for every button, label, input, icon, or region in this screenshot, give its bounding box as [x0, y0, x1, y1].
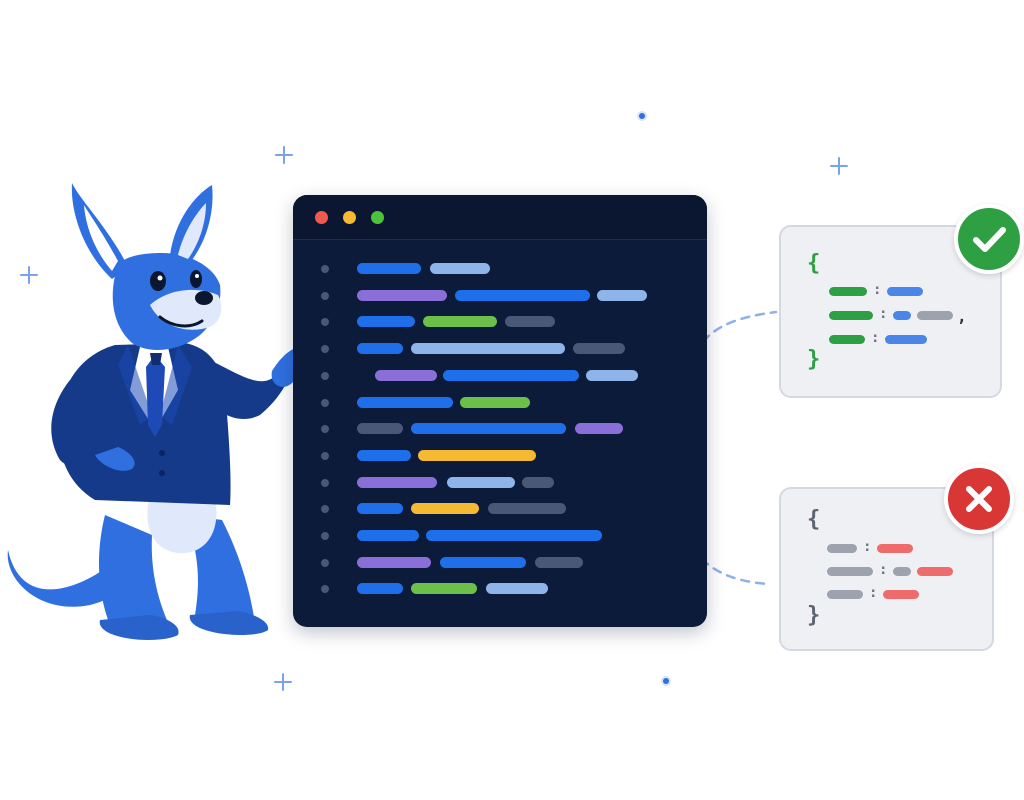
code-line	[293, 449, 707, 462]
close-brace: }	[807, 347, 821, 372]
line-marker	[321, 318, 329, 327]
code-token	[423, 316, 497, 328]
json-line: :	[781, 330, 1000, 346]
dot-icon	[661, 676, 671, 686]
code-token	[575, 423, 623, 435]
line-marker	[321, 345, 329, 354]
code-token	[357, 289, 447, 301]
code-token	[411, 583, 477, 595]
code-token	[597, 289, 647, 301]
code-token	[426, 530, 602, 541]
code-token	[440, 556, 526, 568]
code-token	[522, 476, 554, 488]
code-editor-window	[293, 195, 707, 627]
code-token	[357, 263, 421, 274]
open-brace: {	[807, 251, 821, 276]
code-token	[455, 289, 590, 301]
code-token	[357, 316, 415, 328]
code-line	[293, 423, 707, 435]
code-token	[460, 396, 530, 408]
code-token	[486, 583, 548, 595]
maximize-window-button[interactable]	[371, 211, 384, 224]
sparkle-icon	[830, 157, 848, 175]
line-marker	[321, 265, 329, 273]
close-brace: }	[807, 603, 821, 628]
code-token	[375, 369, 437, 381]
sparkle-icon	[275, 146, 293, 164]
code-token	[357, 556, 431, 568]
json-line: :	[781, 562, 992, 578]
code-line	[293, 263, 707, 275]
code-token	[357, 530, 419, 541]
code-token	[411, 503, 479, 515]
kangaroo-mascot-icon	[7, 183, 313, 640]
dot-icon	[637, 111, 647, 121]
code-token	[535, 556, 583, 568]
minimize-window-button[interactable]	[343, 211, 356, 224]
code-token	[573, 343, 625, 355]
line-marker	[321, 505, 329, 514]
line-marker	[321, 451, 329, 460]
code-token	[411, 423, 566, 435]
code-token	[357, 423, 403, 435]
code-line	[293, 289, 707, 302]
code-token	[586, 369, 638, 381]
line-marker	[321, 371, 329, 380]
line-marker	[321, 558, 329, 567]
code-token	[411, 343, 565, 355]
code-line	[293, 556, 707, 569]
code-token	[418, 449, 536, 461]
code-line	[293, 530, 707, 542]
json-line: :	[781, 282, 1000, 298]
code-line	[293, 343, 707, 355]
code-token	[430, 263, 490, 274]
check-icon	[954, 204, 1024, 274]
code-token	[357, 343, 403, 355]
code-line	[293, 316, 707, 328]
json-line: :	[781, 585, 992, 601]
line-marker	[321, 532, 329, 540]
code-token	[488, 503, 566, 515]
sparkle-icon	[20, 266, 38, 284]
close-window-button[interactable]	[315, 211, 328, 224]
code-line	[293, 396, 707, 409]
editor-titlebar	[293, 195, 707, 240]
open-brace: {	[807, 507, 821, 532]
code-line	[293, 476, 707, 489]
json-line: :	[781, 539, 992, 555]
code-token	[357, 583, 403, 595]
json-line: : ,	[781, 306, 1000, 326]
line-marker	[321, 585, 329, 594]
line-marker	[321, 425, 329, 434]
code-line	[293, 369, 707, 382]
code-token	[357, 396, 453, 408]
code-line	[293, 583, 707, 595]
sparkle-icon	[274, 673, 292, 691]
valid-json-card: { : : , : }	[779, 225, 1002, 398]
line-marker	[321, 478, 329, 487]
code-token	[357, 476, 437, 488]
code-token	[505, 316, 555, 328]
line-marker	[321, 398, 329, 407]
code-token	[447, 476, 515, 488]
cross-icon	[944, 464, 1014, 534]
code-token	[357, 449, 411, 461]
code-token	[443, 369, 579, 381]
code-line	[293, 503, 707, 515]
code-token	[357, 503, 403, 515]
line-marker	[321, 291, 329, 300]
